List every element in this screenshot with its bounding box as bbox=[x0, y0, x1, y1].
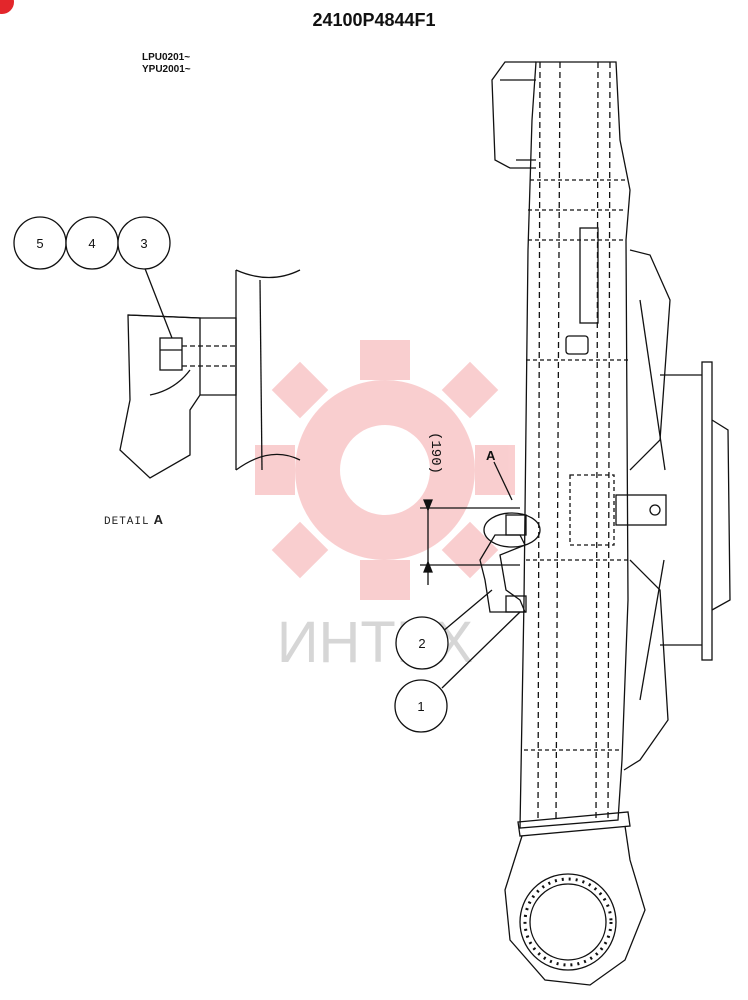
callout-4: 4 bbox=[65, 216, 119, 270]
boom-collar bbox=[517, 811, 631, 837]
dimension-value: (190) bbox=[427, 432, 443, 474]
mounting-flange bbox=[660, 361, 731, 661]
callout-5: 5 bbox=[13, 216, 67, 270]
side-plate bbox=[615, 249, 671, 771]
clamp-assembly bbox=[479, 512, 541, 613]
callout-5-label: 5 bbox=[36, 236, 43, 251]
callout-3: 3 bbox=[117, 216, 171, 270]
callout-2-label: 2 bbox=[418, 636, 425, 651]
boom-eye bbox=[504, 825, 646, 986]
boom-body bbox=[519, 61, 631, 829]
leader-callout-2 bbox=[441, 589, 493, 633]
serial-range-2: YPU2001~ bbox=[142, 64, 191, 75]
callout-4-label: 4 bbox=[88, 236, 95, 251]
page-title: 24100P4844F1 bbox=[312, 10, 436, 30]
serial-range-1: LPU0201~ bbox=[142, 52, 191, 63]
callout-1: 1 bbox=[394, 679, 448, 733]
callout-3-label: 3 bbox=[140, 236, 147, 251]
leader-callout-3 bbox=[143, 265, 173, 339]
section-marker-a: A bbox=[486, 448, 496, 463]
top-bracket bbox=[491, 61, 536, 169]
callout-1-label: 1 bbox=[417, 699, 424, 714]
callout-2: 2 bbox=[395, 616, 449, 670]
section-leader bbox=[493, 461, 513, 501]
detail-a-view bbox=[119, 269, 301, 479]
watermark-logo bbox=[255, 340, 515, 600]
dimension-line bbox=[420, 499, 520, 585]
leader-callout-1 bbox=[441, 611, 521, 689]
